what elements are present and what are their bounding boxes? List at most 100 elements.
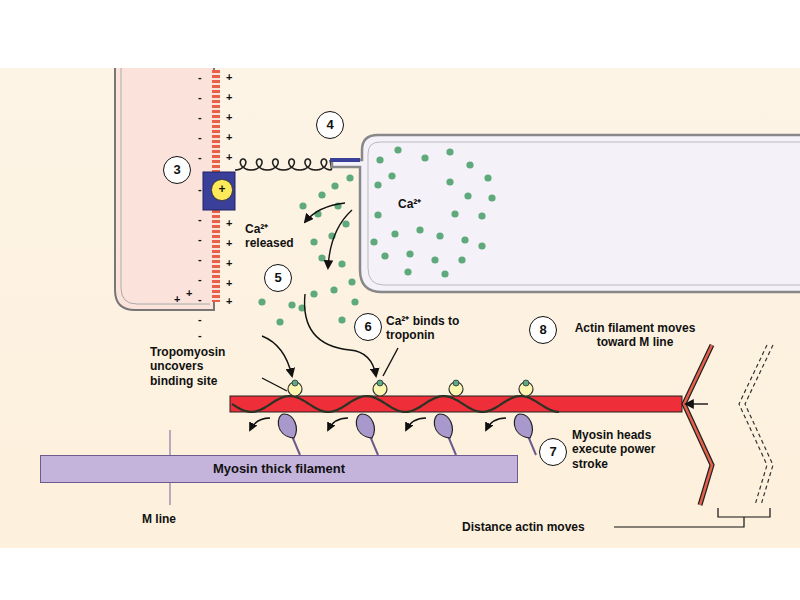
release-arrow	[328, 210, 352, 268]
myosin-head	[328, 414, 378, 455]
charge-sign: -	[198, 234, 202, 245]
power-stroke-arrow	[328, 418, 348, 430]
movement-arrow	[686, 403, 708, 404]
calcium-ion	[346, 174, 353, 181]
myosin-head	[486, 414, 536, 455]
charge-sign: -	[198, 72, 202, 83]
node-text: 5	[274, 271, 281, 285]
leader-line	[262, 378, 287, 391]
binding-arrow	[262, 336, 292, 376]
charge-sign: -	[198, 112, 202, 123]
calcium-ion	[331, 182, 338, 189]
calcium-arrows	[262, 203, 398, 391]
calcium-ion	[421, 154, 428, 161]
t-tubule	[115, 68, 214, 310]
calcium-ion	[376, 156, 383, 163]
calcium-ion	[436, 232, 443, 239]
calcium-ion	[464, 192, 471, 199]
charge-sign: +	[226, 238, 232, 249]
charge-sign: -	[198, 254, 202, 265]
calcium-ion	[348, 278, 355, 285]
charge-sign: -	[198, 132, 202, 143]
charge-sign: +	[226, 152, 232, 163]
myosin-head-shape	[434, 414, 452, 438]
node-text: 8	[539, 323, 546, 337]
charge-sign: +	[226, 132, 232, 143]
calcium-ion	[458, 256, 465, 263]
charge-sign: +	[186, 288, 192, 299]
myosin-head-shape	[514, 414, 532, 438]
calcium-ion	[391, 230, 398, 237]
charge-sign: +	[174, 294, 180, 305]
calcium-ion	[370, 238, 377, 245]
calcium-ion	[484, 174, 491, 181]
charge-sign: +	[226, 92, 232, 103]
step-label: Ca²⁺ released	[245, 222, 307, 251]
calcium-ion	[451, 210, 458, 217]
node-text: 7	[549, 445, 556, 459]
step-label: Tropomyosin uncovers binding site	[150, 345, 234, 388]
calcium-ion	[338, 316, 345, 323]
myosin-neck	[448, 436, 456, 455]
myosin-neck	[292, 436, 300, 455]
actin-filament	[230, 396, 682, 412]
charge-sign: -	[198, 184, 202, 195]
calcium-ion	[394, 146, 401, 153]
calcium-ion	[374, 211, 381, 218]
calcium-ion	[381, 252, 388, 259]
cytoplasm-ground	[0, 68, 800, 548]
calcium-ion	[404, 268, 411, 275]
troponin-group	[288, 380, 533, 396]
step-label: Ca²⁺ binds to troponin	[386, 314, 460, 343]
calcium-ion	[441, 270, 448, 277]
coil-spring	[235, 159, 331, 170]
myosin-neck	[370, 436, 378, 455]
calcium-ion	[446, 148, 453, 155]
bound-calcium	[453, 380, 459, 386]
callout-number: 5	[264, 264, 292, 292]
structure-label: M line	[142, 512, 176, 526]
myosin-head	[406, 414, 456, 455]
charge-sign: +	[226, 296, 232, 307]
power-stroke-arrow	[250, 418, 270, 430]
calcium-ion	[318, 254, 325, 261]
charge-sign: +	[226, 72, 232, 83]
calcium-ion	[406, 250, 413, 257]
node-text: 3	[173, 163, 180, 177]
charge-sign: -	[198, 152, 202, 163]
dhp-receptor	[203, 172, 235, 210]
calcium-ion	[258, 298, 265, 305]
callout-number: 3	[163, 156, 191, 184]
node-text: +	[218, 183, 225, 196]
calcium-ion	[338, 260, 345, 267]
calcium-ion	[478, 242, 485, 249]
step-label: Actin filament moves toward M line	[562, 321, 708, 350]
myosin-head-shape	[356, 414, 374, 438]
callout-number: 8	[529, 316, 557, 344]
node-text: 6	[364, 320, 371, 334]
z-disc-moved	[739, 345, 767, 505]
calcium-ion	[466, 161, 473, 168]
calcium-ion	[478, 212, 485, 219]
sr-inner-line	[368, 142, 800, 285]
charge-sign: -	[198, 214, 202, 225]
tropomyosin	[232, 396, 559, 412]
charge-sign: +	[226, 112, 232, 123]
charge-sign: -	[198, 92, 202, 103]
calcium-ion	[431, 256, 438, 263]
calcium-ion	[310, 238, 317, 245]
calcium-ion	[374, 181, 381, 188]
z-disc-moved	[745, 345, 773, 505]
ion-label: Ca²⁺	[398, 197, 421, 211]
troponin	[449, 380, 463, 396]
node-text: Myosin thick filament	[213, 462, 345, 476]
calcium-ion	[276, 318, 283, 325]
charge-sign: +	[226, 258, 232, 269]
charge-sign: -	[198, 274, 202, 285]
troponin	[288, 380, 302, 396]
node-text: 4	[326, 118, 333, 132]
calcium-ion	[388, 172, 395, 179]
calcium-ion	[446, 178, 453, 185]
charge-sign: +	[226, 278, 232, 289]
